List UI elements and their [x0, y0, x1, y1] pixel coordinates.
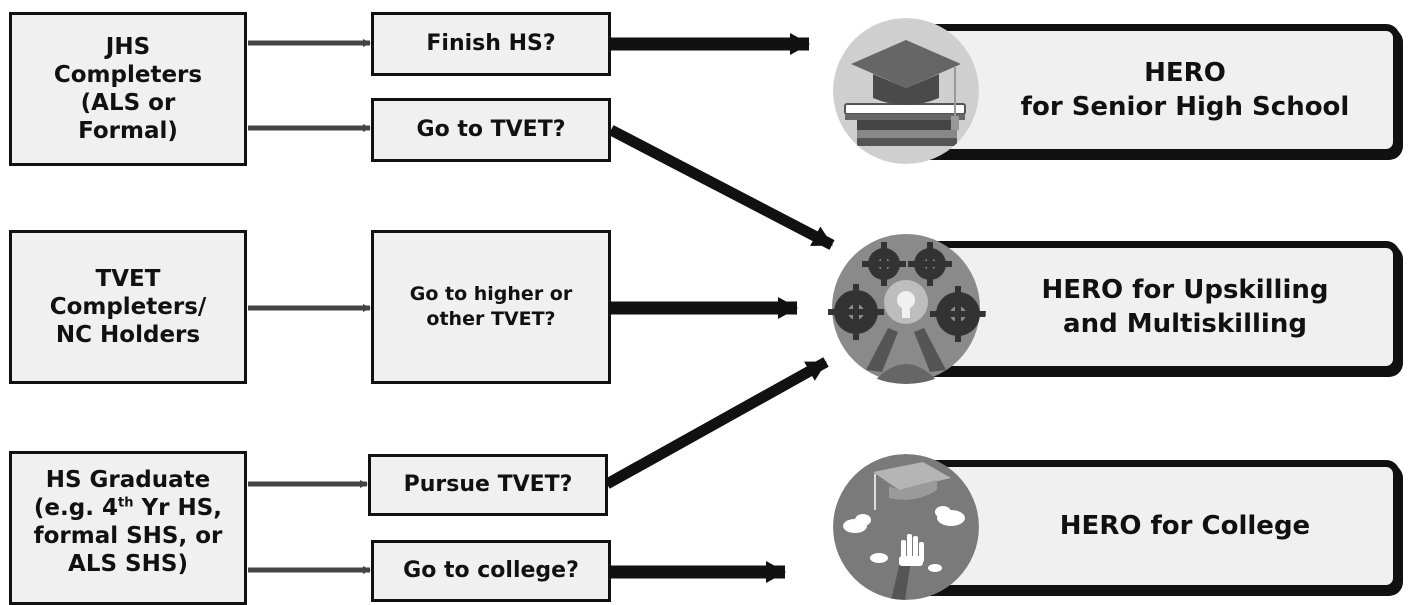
- outcome-hero-upskilling-line-1: HERO for Upskilling: [1041, 274, 1329, 305]
- source-hs-line-3: formal SHS, or: [33, 523, 223, 550]
- source-hs-graduate: HS Graduate (e.g. 4th Yr HS, formal SHS,…: [9, 451, 247, 605]
- source-jhs-completers: JHS Completers (ALS or Formal): [9, 12, 247, 166]
- outcome-hero-upskilling: HERO for Upskilling and Multiskilling: [910, 241, 1400, 373]
- question-pursue-tvet-label: Pursue TVET?: [403, 471, 573, 497]
- source-tvet-line-3: NC Holders: [55, 322, 201, 349]
- outcome-hero-shs: HERO for Senior High School: [910, 24, 1400, 156]
- question-go-to-tvet-label: Go to TVET?: [416, 116, 566, 142]
- question-go-to-tvet: Go to TVET?: [371, 98, 611, 162]
- source-jhs-line-2: Completers: [53, 61, 203, 88]
- question-higher-tvet: Go to higher or other TVET?: [371, 230, 611, 384]
- source-hs-line-2: (e.g. 4th Yr HS,: [33, 495, 223, 522]
- outcome-hero-upskilling-line-2: and Multiskilling: [1063, 309, 1307, 339]
- lightbulb-gears-icon: [826, 232, 986, 384]
- question-higher-tvet-line-2: other TVET?: [426, 308, 556, 330]
- graduation-cap-hand-icon: [833, 454, 979, 600]
- question-go-to-college-label: Go to college?: [403, 557, 579, 583]
- arrow-pursue-tvet-upskilling: [604, 357, 829, 489]
- graduation-cap-books-icon: [833, 18, 979, 164]
- outcome-hero-shs-line-1: HERO: [1144, 57, 1226, 88]
- question-higher-tvet-line-1: Go to higher or: [409, 283, 573, 306]
- source-tvet-line-1: TVET: [95, 265, 161, 292]
- source-jhs-line-4: Formal): [78, 118, 178, 145]
- question-finish-hs-label: Finish HS?: [426, 30, 556, 56]
- question-go-to-college: Go to college?: [371, 540, 611, 602]
- source-tvet-line-2: Completers/: [49, 293, 207, 320]
- outcome-hero-shs-line-2: for Senior High School: [1020, 92, 1350, 122]
- outcome-hero-college: HERO for College: [910, 460, 1400, 592]
- source-jhs-line-1: JHS: [105, 33, 151, 60]
- arrow-go-tvet-upskilling: [608, 125, 835, 250]
- source-jhs-line-3: (ALS or: [80, 90, 176, 116]
- source-hs-line-1: HS Graduate: [45, 467, 211, 493]
- outcome-hero-college-line-1: HERO for College: [1059, 510, 1311, 541]
- question-finish-hs: Finish HS?: [371, 12, 611, 76]
- source-hs-line-4: ALS SHS): [68, 551, 188, 578]
- question-pursue-tvet: Pursue TVET?: [368, 454, 608, 516]
- source-tvet-completers: TVET Completers/ NC Holders: [9, 230, 247, 384]
